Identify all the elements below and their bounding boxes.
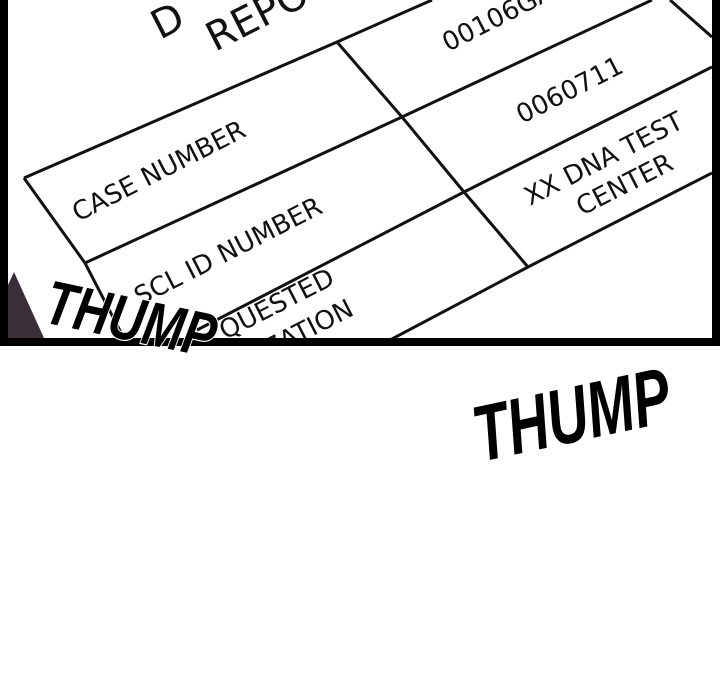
panel-border (0, 338, 720, 346)
table-line (669, 0, 712, 39)
panel-border (712, 0, 720, 346)
document-sheet: D REPO CASE NUMBER 00106GA SCL ID NUMBER… (8, 0, 712, 338)
sound-effect-thump: THUMP (465, 351, 679, 479)
panel-border (0, 0, 8, 346)
report-table (22, 0, 712, 338)
shadow-shape (8, 272, 44, 338)
table-column-divider (335, 41, 530, 268)
table-line (22, 177, 126, 338)
